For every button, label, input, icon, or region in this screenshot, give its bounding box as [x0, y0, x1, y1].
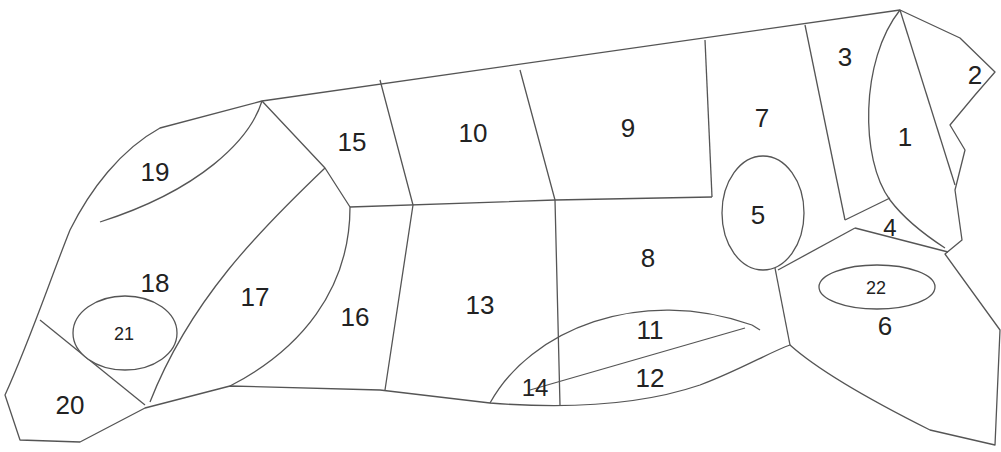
- callout-number: 3: [838, 44, 852, 70]
- callout-number: 22: [866, 279, 886, 297]
- callout-number: 14: [522, 376, 549, 400]
- callout-number: 15: [338, 129, 367, 155]
- callout-number: 20: [56, 392, 85, 418]
- callout-number: 1: [898, 124, 912, 150]
- callout-number: 19: [141, 159, 170, 185]
- callout-number: 2: [968, 62, 982, 88]
- callout-number: 17: [241, 284, 270, 310]
- callout-number: 7: [755, 105, 769, 131]
- callout-number: 6: [878, 313, 892, 339]
- callout-number: 12: [636, 365, 665, 391]
- callout-number: 8: [641, 245, 655, 271]
- callout-number: 13: [466, 292, 495, 318]
- callout-number: 16: [341, 304, 370, 330]
- callout-number: 18: [141, 270, 170, 296]
- callout-number: 9: [621, 115, 635, 141]
- callout-number: 11: [637, 317, 664, 343]
- callout-number: 5: [751, 202, 765, 228]
- callout-number: 21: [114, 325, 134, 343]
- callout-number: 10: [459, 120, 488, 146]
- callout-number: 4: [883, 216, 896, 240]
